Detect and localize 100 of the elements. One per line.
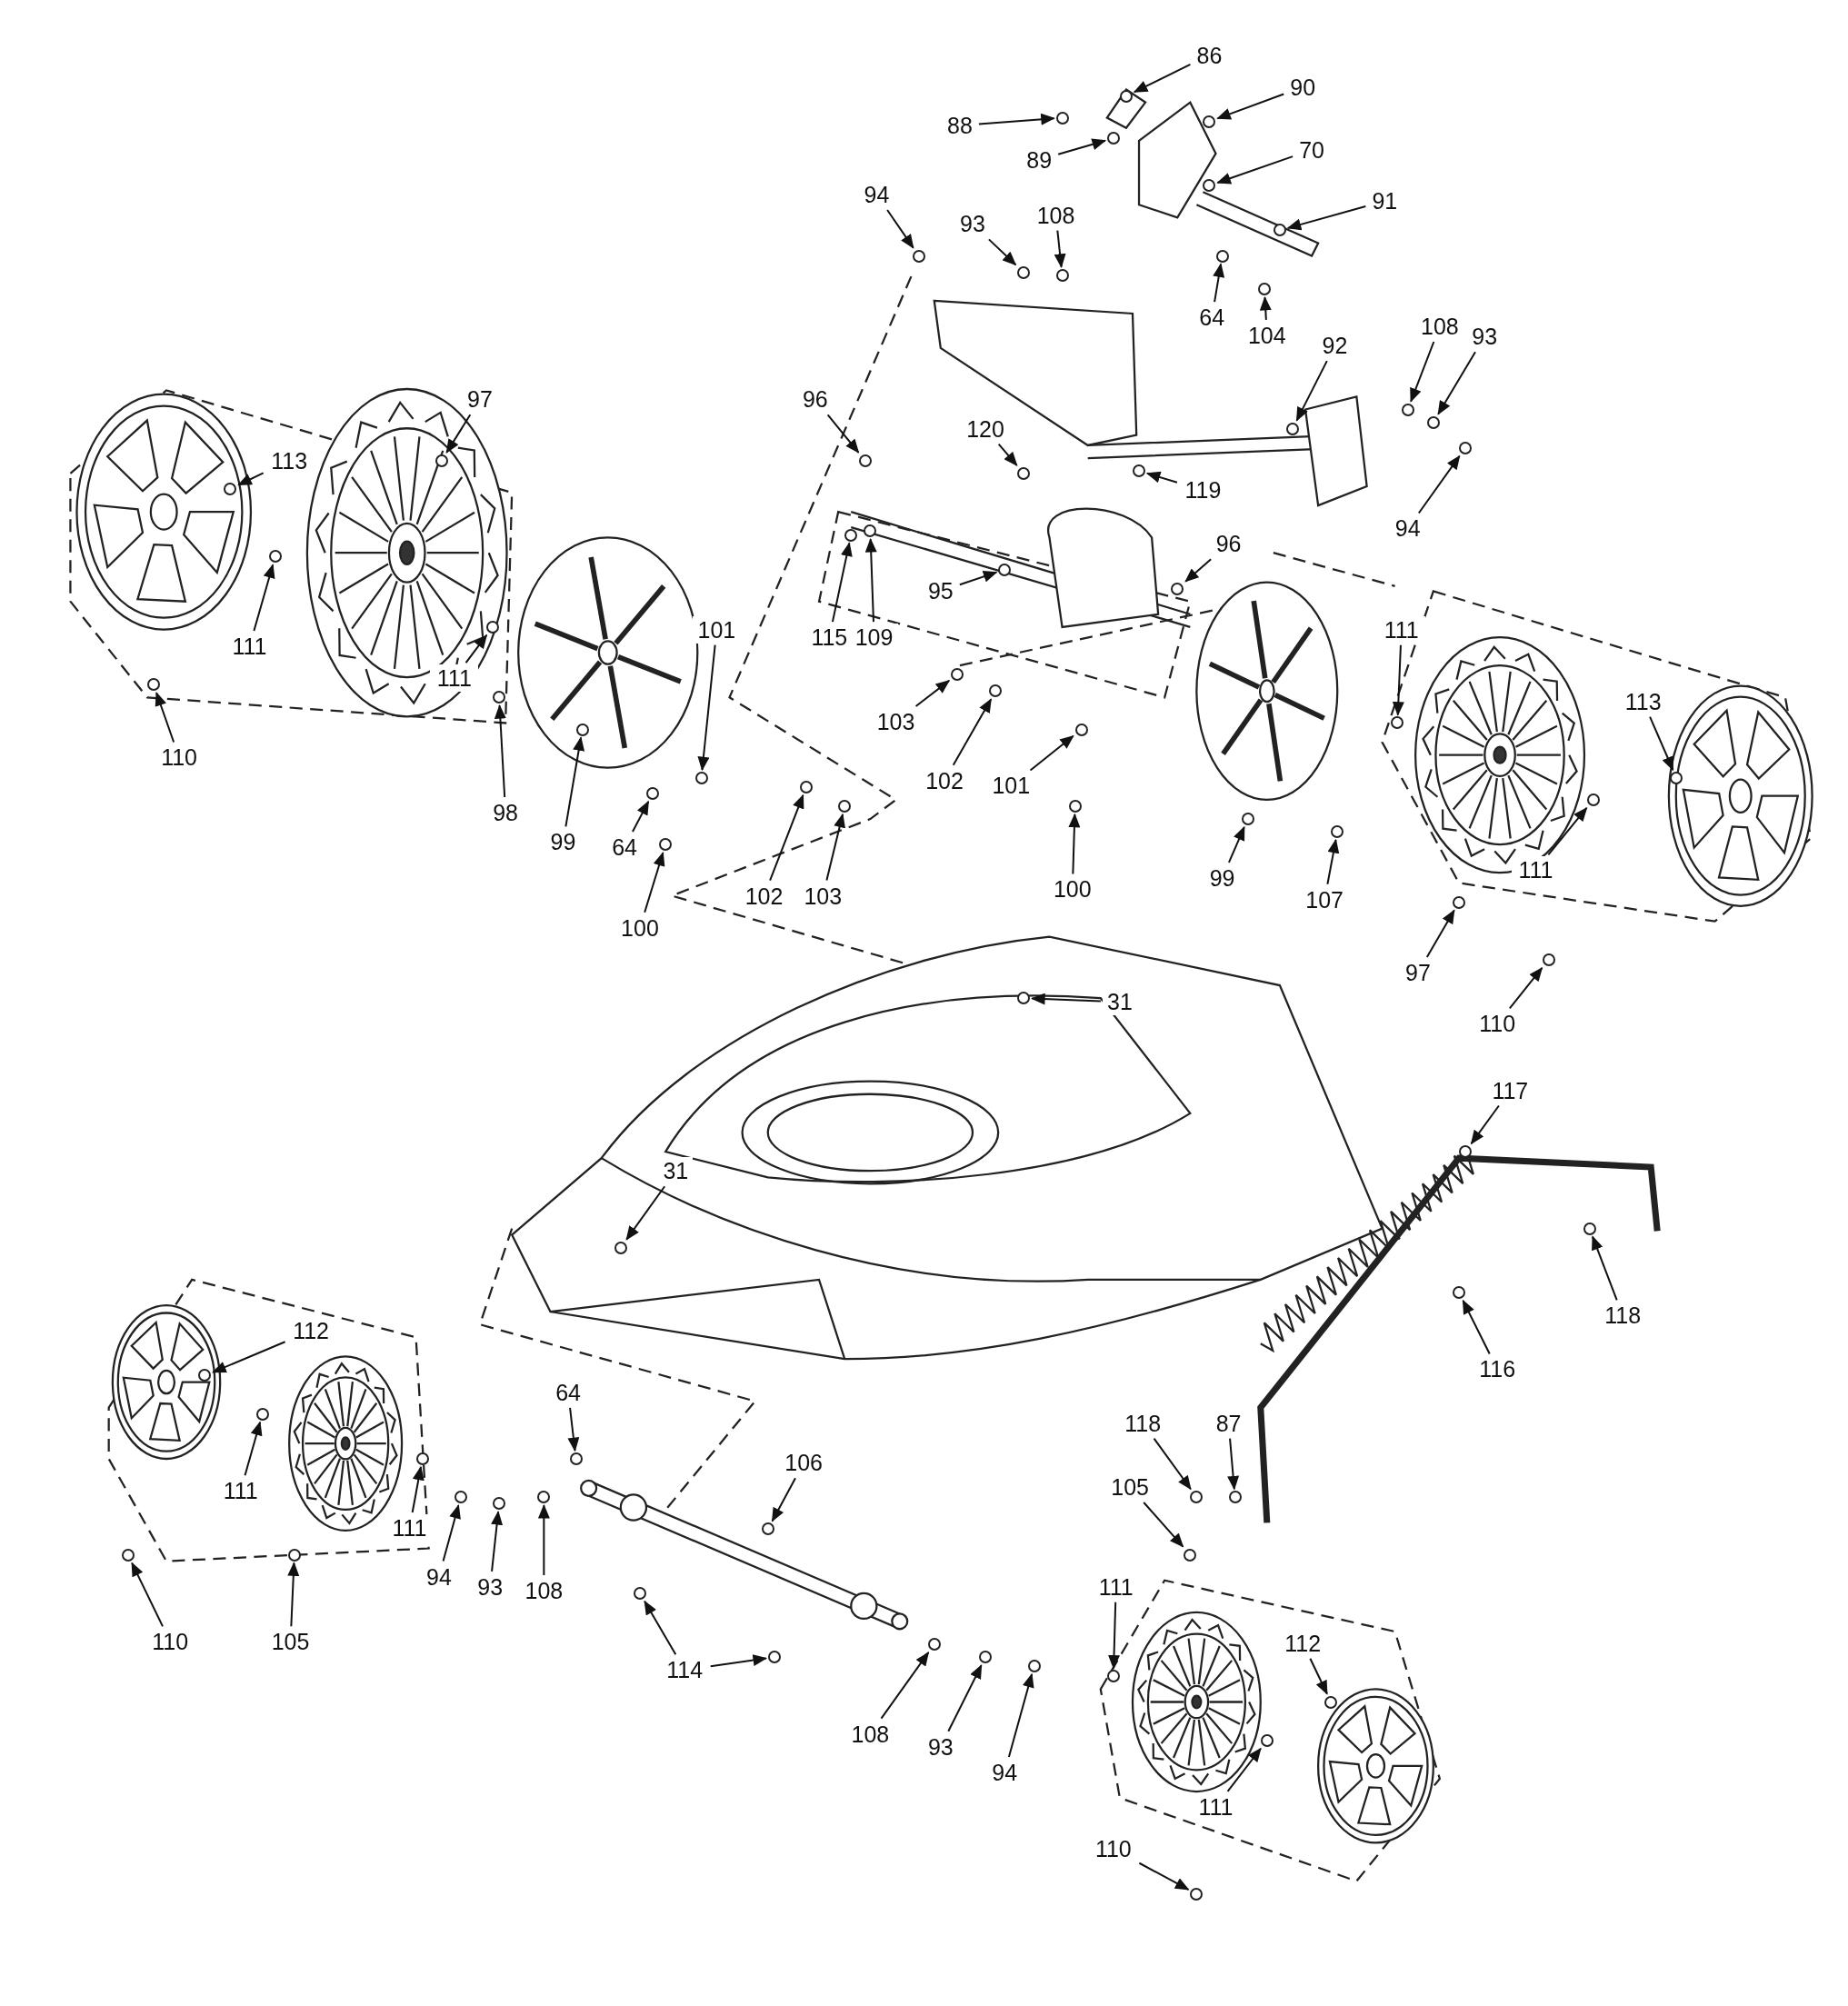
- small-part: [1215, 249, 1229, 263]
- small-part: [287, 1548, 301, 1562]
- small-part: [1133, 464, 1145, 478]
- leader-line: [709, 1654, 768, 1668]
- leader-line: [131, 1562, 164, 1628]
- small-part: [1241, 813, 1254, 826]
- leader-line: [914, 679, 951, 708]
- leader-line: [977, 113, 1055, 125]
- small-part: [979, 1651, 993, 1664]
- leader-line: [155, 692, 175, 744]
- leader-line: [864, 538, 877, 624]
- leader-line: [1470, 1104, 1500, 1145]
- leader-line: [1153, 1437, 1192, 1491]
- small-part: [493, 691, 506, 704]
- leader-line: [1227, 825, 1245, 863]
- leader-line: [831, 542, 853, 624]
- leader-line: [644, 851, 665, 913]
- small-part: [1285, 422, 1299, 435]
- small-part: [912, 249, 925, 263]
- leader-line: [1592, 1235, 1618, 1302]
- small-part: [1426, 415, 1440, 429]
- leader-line: [952, 698, 993, 766]
- small-part: [1106, 132, 1120, 145]
- small-part: [1542, 953, 1555, 966]
- small-part: [1119, 89, 1133, 103]
- small-part: [569, 1452, 583, 1465]
- leader-line: [1138, 1861, 1190, 1891]
- leader-line: [826, 414, 860, 454]
- leader-line: [947, 1664, 983, 1732]
- small-part: [694, 772, 708, 784]
- small-part: [1190, 1887, 1204, 1901]
- small-part: [1586, 793, 1600, 806]
- leader-line: [1392, 644, 1404, 716]
- small-part: [1203, 179, 1216, 193]
- leader-line: [442, 1504, 461, 1562]
- leader-line: [287, 1562, 300, 1628]
- leader-line: [1227, 1437, 1240, 1491]
- leader-line: [1462, 1299, 1491, 1355]
- small-part: [1583, 1222, 1596, 1235]
- small-part: [1260, 1733, 1274, 1747]
- small-part: [1401, 403, 1414, 416]
- small-part: [1453, 1285, 1465, 1299]
- leader-line: [1425, 909, 1455, 958]
- leader-line: [564, 736, 585, 828]
- small-part: [1453, 895, 1465, 909]
- leader-line: [958, 571, 998, 586]
- leader-line: [1216, 155, 1294, 185]
- small-part: [1171, 582, 1184, 595]
- leader-line: [631, 800, 650, 833]
- small-part: [1068, 799, 1082, 813]
- leader-line: [1213, 263, 1225, 304]
- leader-line: [1286, 205, 1367, 231]
- leader-line: [1143, 1501, 1184, 1548]
- leader-line: [1007, 1672, 1034, 1758]
- small-part: [1017, 466, 1031, 480]
- leader-line: [997, 443, 1018, 466]
- small-part: [1106, 1670, 1120, 1683]
- small-part: [1331, 825, 1344, 839]
- leader-line: [697, 644, 716, 772]
- leader-line: [644, 1600, 677, 1656]
- small-part: [844, 528, 858, 542]
- leader-line: [1309, 1657, 1328, 1695]
- leader-line: [1054, 229, 1066, 268]
- small-part: [1324, 1695, 1338, 1709]
- small-part: [1184, 1548, 1197, 1562]
- small-part: [454, 1491, 467, 1504]
- small-part: [1074, 723, 1088, 736]
- leader-line: [1184, 558, 1213, 583]
- small-part: [268, 550, 282, 564]
- small-part: [761, 1522, 774, 1536]
- leader-line: [771, 1477, 796, 1522]
- small-part: [989, 684, 1003, 698]
- small-part: [1459, 1145, 1473, 1159]
- small-part: [415, 1452, 429, 1465]
- leader-line: [1108, 1601, 1121, 1670]
- small-part: [1190, 1491, 1204, 1504]
- small-part: [146, 678, 160, 692]
- leader-line: [253, 564, 275, 632]
- leader-line: [1145, 471, 1178, 484]
- leader-line: [769, 793, 804, 882]
- small-part: [1017, 265, 1031, 279]
- small-part: [1027, 1660, 1041, 1673]
- leader-line: [987, 238, 1017, 266]
- leader-line: [825, 813, 845, 882]
- leader-line: [1029, 734, 1074, 772]
- small-part: [998, 563, 1012, 576]
- leader-line: [1326, 838, 1340, 885]
- small-part: [493, 1497, 506, 1511]
- leader-line: [1057, 138, 1107, 155]
- small-part: [633, 1586, 646, 1600]
- small-part: [951, 667, 964, 681]
- small-part: [858, 454, 872, 467]
- small-part: [767, 1651, 781, 1664]
- small-part: [255, 1407, 269, 1421]
- leader-line: [1649, 715, 1674, 772]
- leader-line: [625, 1185, 666, 1241]
- small-part: [799, 780, 813, 793]
- leader-line: [1508, 966, 1543, 1010]
- leader-line: [1437, 351, 1476, 415]
- small-part: [1258, 283, 1271, 296]
